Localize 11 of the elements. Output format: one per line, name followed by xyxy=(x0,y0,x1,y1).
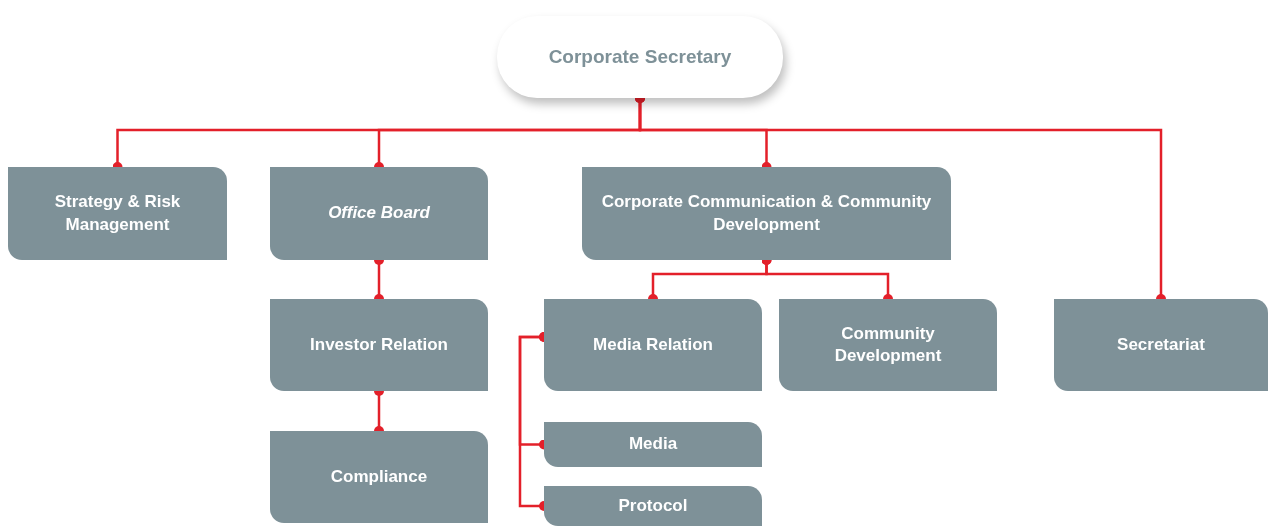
org-box: Media Relation xyxy=(544,299,762,391)
org-box: Corporate Communication & Community Development xyxy=(582,167,951,260)
org-box: Office Board xyxy=(270,167,488,260)
org-box: Strategy & Risk Management xyxy=(8,167,227,260)
org-box: Community Development xyxy=(779,299,997,391)
org-box: Secretariat xyxy=(1054,299,1268,391)
title-pill: Corporate Secretary xyxy=(497,16,783,98)
org-box: Protocol xyxy=(544,486,762,526)
org-box: Compliance xyxy=(270,431,488,523)
org-box: Media xyxy=(544,422,762,467)
org-box: Investor Relation xyxy=(270,299,488,391)
